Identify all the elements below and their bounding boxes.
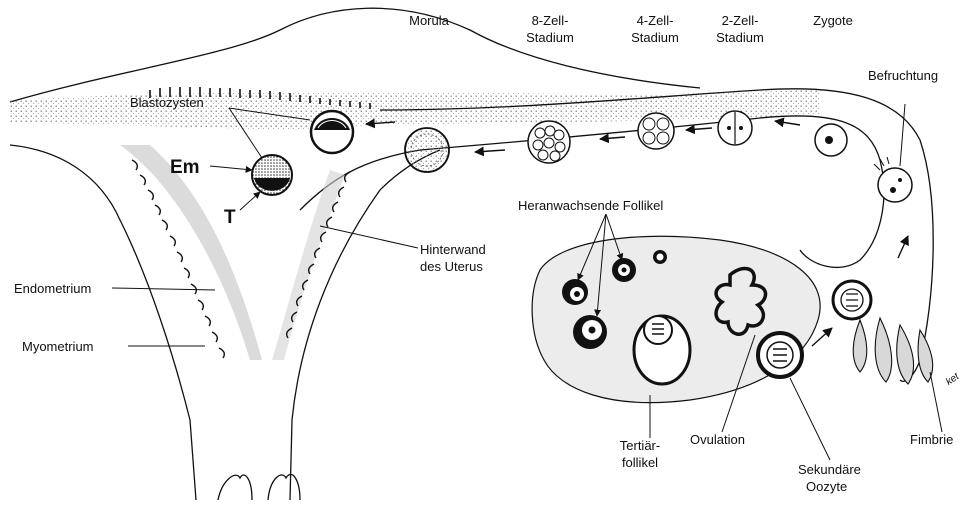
- label-secondary-oocyte-2: Oozyte: [806, 479, 847, 494]
- label-posterior-wall-2: des Uterus: [420, 259, 483, 274]
- morula-cell: [405, 128, 449, 172]
- label-four-cell-2: Stadium: [615, 30, 695, 45]
- label-secondary-oocyte-1: Sekundäre: [798, 462, 861, 477]
- label-two-cell-1: 2-Zell-: [700, 13, 780, 28]
- label-eight-cell-2: Stadium: [510, 30, 590, 45]
- two-cell-stage: [718, 111, 752, 145]
- blastocyst-2: [252, 155, 292, 195]
- tertiary-follicle: [634, 316, 690, 384]
- secondary-oocyte: [758, 333, 802, 377]
- label-endometrium: Endometrium: [14, 281, 91, 296]
- label-zygote: Zygote: [798, 13, 868, 28]
- growing-follicle-3: [653, 250, 667, 264]
- label-t: T: [224, 208, 236, 228]
- label-myometrium: Myometrium: [22, 339, 94, 354]
- label-ovulation: Ovulation: [690, 432, 745, 447]
- label-growing-follicles: Heranwachsende Follikel: [518, 198, 663, 213]
- cervix: [218, 474, 300, 500]
- zygote-cell: [815, 124, 847, 156]
- label-four-cell-1: 4-Zell-: [615, 13, 695, 28]
- label-eight-cell-1: 8-Zell-: [510, 13, 590, 28]
- growing-follicle-4: [573, 315, 607, 349]
- label-blastocysts: Blastozysten: [130, 95, 204, 110]
- fertilization-cell: [874, 157, 912, 202]
- label-tertiary-2: follikel: [600, 455, 680, 470]
- eight-cell-stage: [528, 121, 570, 163]
- growing-follicle-2: [612, 258, 636, 282]
- label-fertilization: Befruchtung: [868, 68, 938, 83]
- label-two-cell-2: Stadium: [700, 30, 780, 45]
- label-morula: Morula: [394, 13, 464, 28]
- growing-follicle-1: [562, 279, 588, 305]
- label-posterior-wall-1: Hinterwand: [420, 242, 486, 257]
- blastocyst-1: [311, 111, 353, 153]
- label-fimbria: Fimbrie: [910, 432, 953, 447]
- label-tertiary-1: Tertiär-: [600, 438, 680, 453]
- oocyte-in-transit: [833, 281, 871, 319]
- label-em: Em: [170, 158, 200, 178]
- four-cell-stage: [638, 113, 674, 149]
- fimbriae: [853, 318, 932, 384]
